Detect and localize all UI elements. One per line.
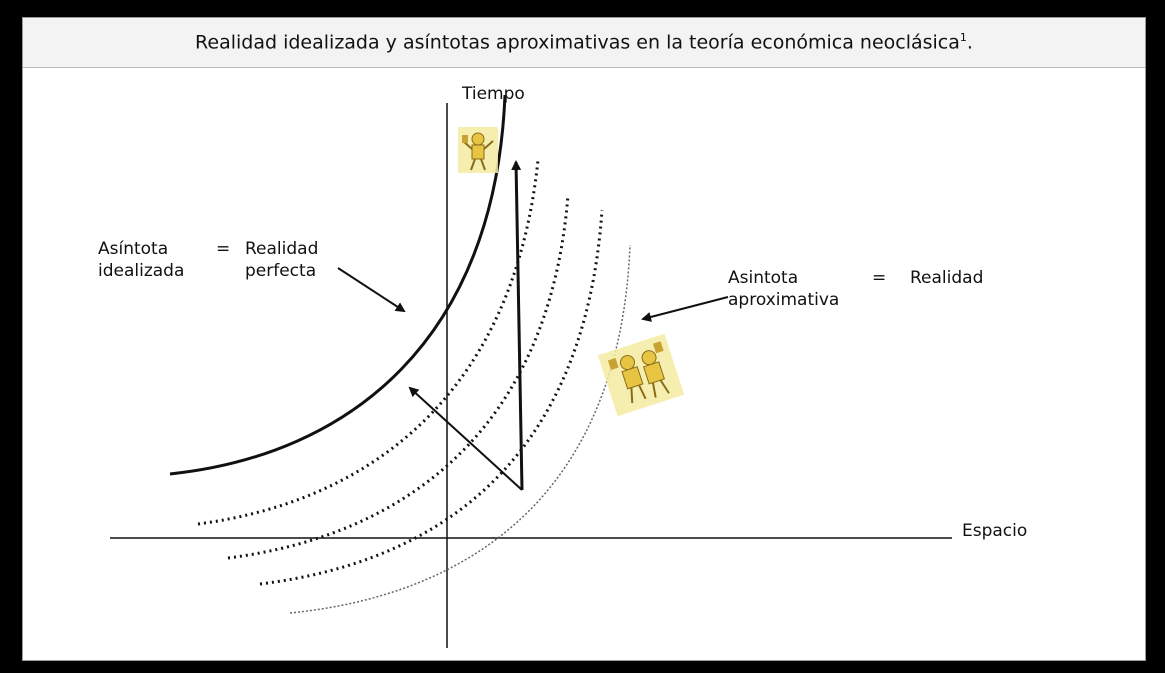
diagram-panel: Realidad idealizada y asíntotas aproxima… xyxy=(22,17,1146,661)
left-label-idealizada: idealizada xyxy=(98,261,184,281)
idealized-asymptote-curve xyxy=(169,94,507,476)
title-bar: Realidad idealizada y asíntotas aproxima… xyxy=(23,18,1145,68)
right-label-arrow xyxy=(641,296,729,322)
right-label-aproximativa: aproximativa xyxy=(728,290,839,310)
right-label-realidad: Realidad xyxy=(910,268,983,288)
approximating-curve-2 xyxy=(227,194,570,560)
diagram-title: Realidad idealizada y asíntotas aproxima… xyxy=(195,31,973,53)
cartoon-figure-right-icon xyxy=(597,333,685,417)
x-axis-label: Espacio xyxy=(962,521,1027,541)
left-label-asintota: Asíntota xyxy=(98,239,168,259)
left-label-perfecta: perfecta xyxy=(245,261,316,281)
title-footnote-mark: 1 xyxy=(959,31,967,45)
cartoon-figure-top-icon xyxy=(458,127,498,173)
right-label-equals: = xyxy=(872,268,886,288)
title-text: Realidad idealizada y asíntotas aproxima… xyxy=(195,31,960,54)
title-end-punct: . xyxy=(966,31,973,54)
arrow-up-left xyxy=(408,386,523,491)
left-label-equals: = xyxy=(216,239,230,259)
y-axis-label: Tiempo xyxy=(461,84,525,104)
left-label-realidad: Realidad xyxy=(245,239,318,259)
arrow-up xyxy=(511,160,524,491)
right-label-asintota: Asintota xyxy=(728,268,798,288)
left-label-arrow xyxy=(337,267,406,313)
approximating-curve-4 xyxy=(289,244,631,614)
